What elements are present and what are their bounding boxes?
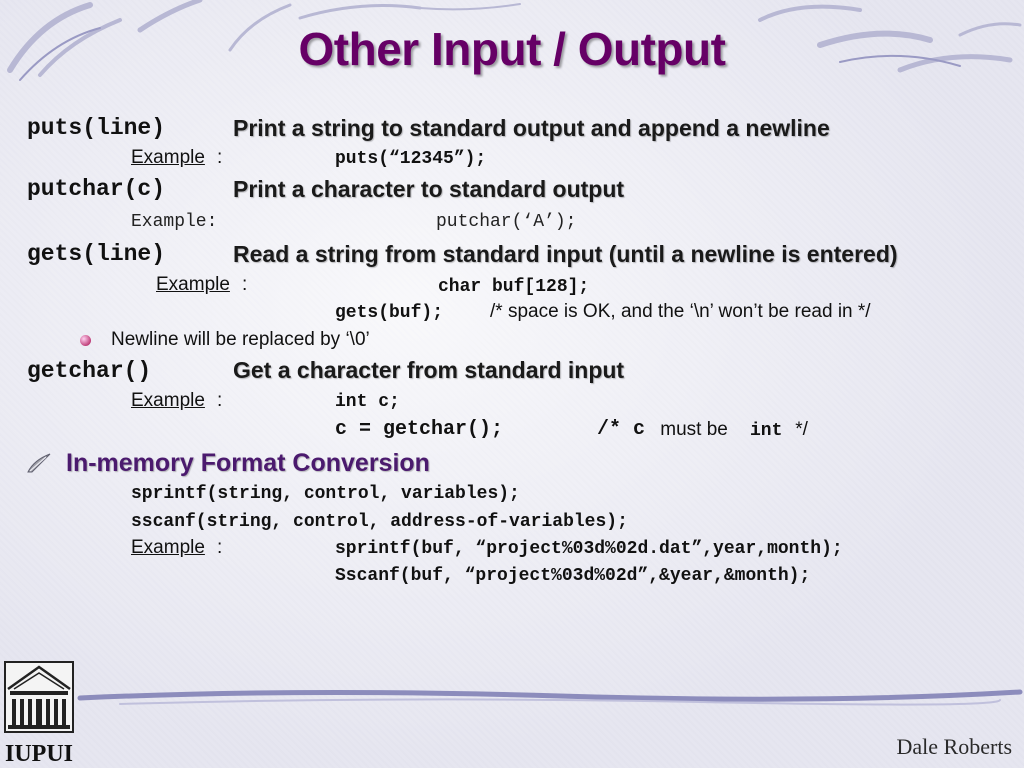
gets-example-code-1: char buf[128]; [438,277,590,297]
author-name: Dale Roberts [896,734,1012,759]
putchar-description: Print a character to standard output [233,176,625,202]
gets-example-comment: /* space is OK, and the ‘\n’ won’t be re… [490,301,871,322]
conversion-example-colon: : [217,537,223,558]
iupui-logo: IUPUI [4,661,74,765]
getchar-comment-close: */ [790,419,808,440]
slide-title: Other Input / Output [298,23,726,75]
getchar-example-code-2: c = getchar(); [335,418,504,441]
puts-example-code: puts(“12345”); [335,149,487,169]
putchar-command: putchar(c) [27,176,166,202]
puts-description: Print a string to standard output and ap… [233,115,830,141]
conversion-sprintf-signature: sprintf(string, control, variables); [131,484,520,504]
gets-example-label: Example [156,274,230,295]
getchar-description: Get a character from standard input [233,357,625,383]
gets-command: gets(line) [27,241,166,267]
round-bullet-icon [80,335,91,346]
getchar-example-code-1: int c; [335,392,400,412]
getchar-example-colon: : [217,390,223,411]
conversion-example-code-1: sprintf(buf, “project%03d%02d.dat”,year,… [335,539,843,559]
gets-description: Read a string from standard input (until… [233,241,898,267]
putchar-example-label: Example: [131,212,218,232]
getchar-example-label: Example [131,390,205,411]
puts-example-colon: : [217,147,223,168]
conversion-example-label: Example [131,537,205,558]
gets-example-colon: : [242,274,248,295]
decorative-swirl-bottom [77,689,1023,706]
quill-bullet-icon [27,453,51,473]
conversion-sscanf-signature: sscanf(string, control, address-of-varia… [131,512,628,532]
gets-example-code-2: gets(buf); [335,303,444,323]
getchar-comment-int: int [750,421,783,441]
getchar-comment-mid: must be [655,419,734,440]
gets-note: Newline will be replaced by ‘\0’ [111,329,370,350]
logo-text: IUPUI [5,741,73,765]
puts-example-label: Example [131,147,205,168]
getchar-comment-open: /* c [597,418,646,441]
decorative-swirls-top [7,0,1022,81]
putchar-example-code: putchar(‘A’); [436,212,577,232]
conversion-example-code-2: Sscanf(buf, “project%03d%02d”,&year,&mon… [335,566,811,586]
conversion-heading: In-memory Format Conversion [66,449,430,477]
puts-command: puts(line) [27,115,166,141]
getchar-command: getchar() [27,358,152,384]
